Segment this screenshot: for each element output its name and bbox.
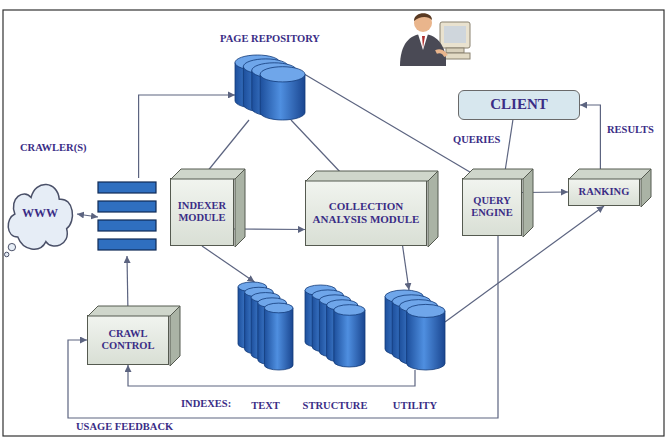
node-label: CLIENT [490,96,548,113]
cloud-outline [8,185,72,250]
box-side [641,169,651,207]
node-heading: UTILITY [393,400,437,412]
box-side [235,169,245,247]
connector-arrow [305,75,480,179]
connector-arrow [139,95,235,178]
box-side [170,306,180,366]
box-top [463,169,533,179]
edge-label: QUERIES [452,134,501,145]
box-top [569,169,651,179]
collection-box: COLLECTION ANALYSIS MODULE [305,180,427,246]
section-label: INDEXES: [180,398,232,409]
node-heading: STRUCTURE [303,400,368,412]
index-cylinders: STRUCTURE [305,285,365,367]
connector-arrow [202,246,255,282]
cylinder-body [264,308,293,370]
crawler-stack: CRAWLER(S) [98,178,156,256]
cloud-puff [8,243,15,250]
connector-arrow [403,246,409,290]
edge-label: RESULTS [606,124,655,135]
cloud-puff [4,252,8,257]
cylinder-top [264,303,293,313]
node-heading: PAGE REPOSITORY [220,33,320,45]
box-side [523,169,533,237]
node-shape [235,55,305,120]
box-top [88,306,180,316]
edge-label: USAGE FEEDBACK [75,421,174,432]
repository-cylinders: PAGE REPOSITORY [235,55,305,120]
node-label: CRAWL CONTROL [91,328,165,352]
indexer-box: INDEXER MODULE [170,178,234,246]
crawler-bar [98,220,156,231]
node-label: INDEXER MODULE [174,200,230,224]
www-cloud: WWW [3,168,77,260]
cylinder-body [407,311,445,370]
connector-arrow [68,236,498,418]
node-label: WWW [22,207,58,221]
cylinder-top [407,304,445,317]
crawler-bar [98,201,156,212]
node-heading: TEXT [251,400,280,412]
node-label: COLLECTION ANALYSIS MODULE [309,200,423,225]
connector-arrow [77,214,98,217]
node-shape [238,282,293,370]
node-shape [385,290,445,370]
box-side [428,171,438,247]
index-cylinders: TEXT [238,282,293,370]
box-top [306,171,438,181]
connector-arrow [580,105,600,178]
cylinder-top [334,305,365,316]
cylinder-top [260,67,305,82]
client-box: CLIENT [458,90,580,120]
frame [3,10,664,436]
crawler-bar [98,239,156,250]
crawl-control-box: CRAWL CONTROL [87,315,169,365]
crawler-bar [98,182,156,193]
person-clipart [400,13,470,66]
ranking-box: RANKING [568,178,640,206]
box-top [171,169,245,179]
node-label: RANKING [579,186,630,198]
node-heading: CRAWLER(S) [20,142,87,154]
node-label: QUERY ENGINE [466,195,518,219]
index-cylinders: UTILITY [385,290,445,370]
node-shape [98,178,156,256]
node-shape [305,285,365,367]
cylinder-body [334,310,365,367]
query-box: QUERY ENGINE [462,178,522,236]
